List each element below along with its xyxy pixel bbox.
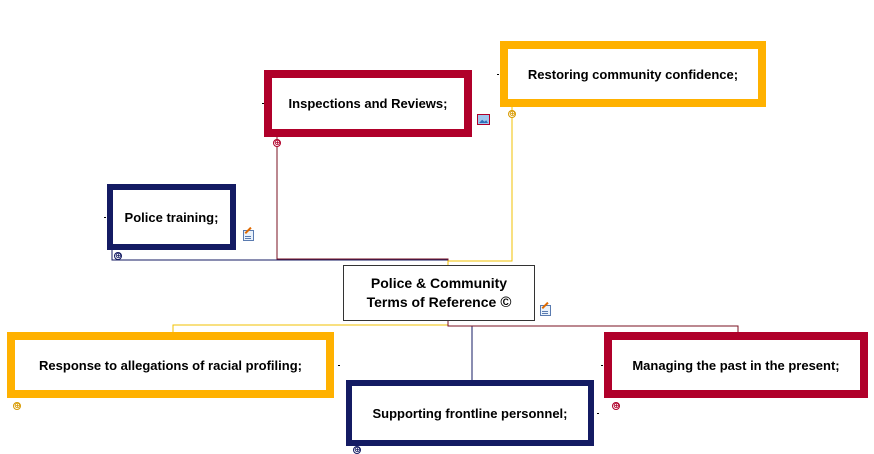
connector-training bbox=[111, 250, 449, 266]
expand-icon[interactable]: ⊕ bbox=[114, 251, 122, 260]
expand-icon[interactable]: ⊕ bbox=[353, 445, 361, 454]
expand-icon[interactable]: ⊕ bbox=[508, 109, 516, 118]
expand-icon[interactable]: ⊕ bbox=[273, 138, 281, 147]
connector-tick bbox=[497, 74, 499, 75]
central-title-line-2: Terms of Reference© bbox=[367, 293, 512, 312]
topic-label: Restoring community confidence; bbox=[527, 66, 739, 82]
topic-label: Inspections and Reviews; bbox=[288, 96, 448, 111]
expand-icon[interactable]: ⊕ bbox=[13, 401, 21, 410]
central-topic[interactable]: Police & Community Terms of Reference© bbox=[343, 265, 535, 321]
topic-response-to-racial-profiling[interactable]: Response to allegations of racial profil… bbox=[7, 332, 334, 398]
connector-inspections bbox=[276, 136, 449, 266]
connector-tick bbox=[104, 217, 106, 218]
topic-label: Response to allegations of racial profil… bbox=[39, 357, 302, 373]
topic-label: Police training; bbox=[124, 209, 219, 225]
note-icon[interactable] bbox=[243, 230, 254, 241]
connector-tick bbox=[597, 413, 599, 414]
expand-icon[interactable]: ⊕ bbox=[612, 401, 620, 410]
note-icon[interactable] bbox=[540, 305, 551, 316]
topic-managing-past-in-present[interactable]: Managing the past in the present; bbox=[604, 332, 868, 398]
topic-restoring-community-confidence[interactable]: Restoring community confidence; bbox=[500, 41, 766, 107]
connector-racial-profiling bbox=[172, 321, 449, 332]
image-icon[interactable] bbox=[477, 114, 490, 125]
topic-police-training[interactable]: Police training; bbox=[107, 184, 236, 250]
copyright-mark: © bbox=[500, 294, 512, 311]
topic-label: Managing the past in the present; bbox=[632, 357, 840, 373]
connector-frontline bbox=[447, 321, 473, 380]
connector-tick bbox=[601, 365, 603, 366]
topic-inspections-and-reviews[interactable]: Inspections and Reviews; bbox=[264, 70, 472, 137]
topic-supporting-frontline-personnel[interactable]: Supporting frontline personnel; bbox=[346, 380, 594, 446]
connector-managing-past bbox=[447, 321, 739, 332]
topic-label: Supporting frontline personnel; bbox=[372, 405, 568, 421]
connector-tick bbox=[262, 103, 264, 104]
connector-restoring bbox=[447, 106, 513, 266]
central-title-line-1: Police & Community bbox=[370, 275, 508, 291]
central-title-text: Terms of Reference bbox=[366, 294, 497, 310]
connector-tick bbox=[338, 365, 340, 366]
